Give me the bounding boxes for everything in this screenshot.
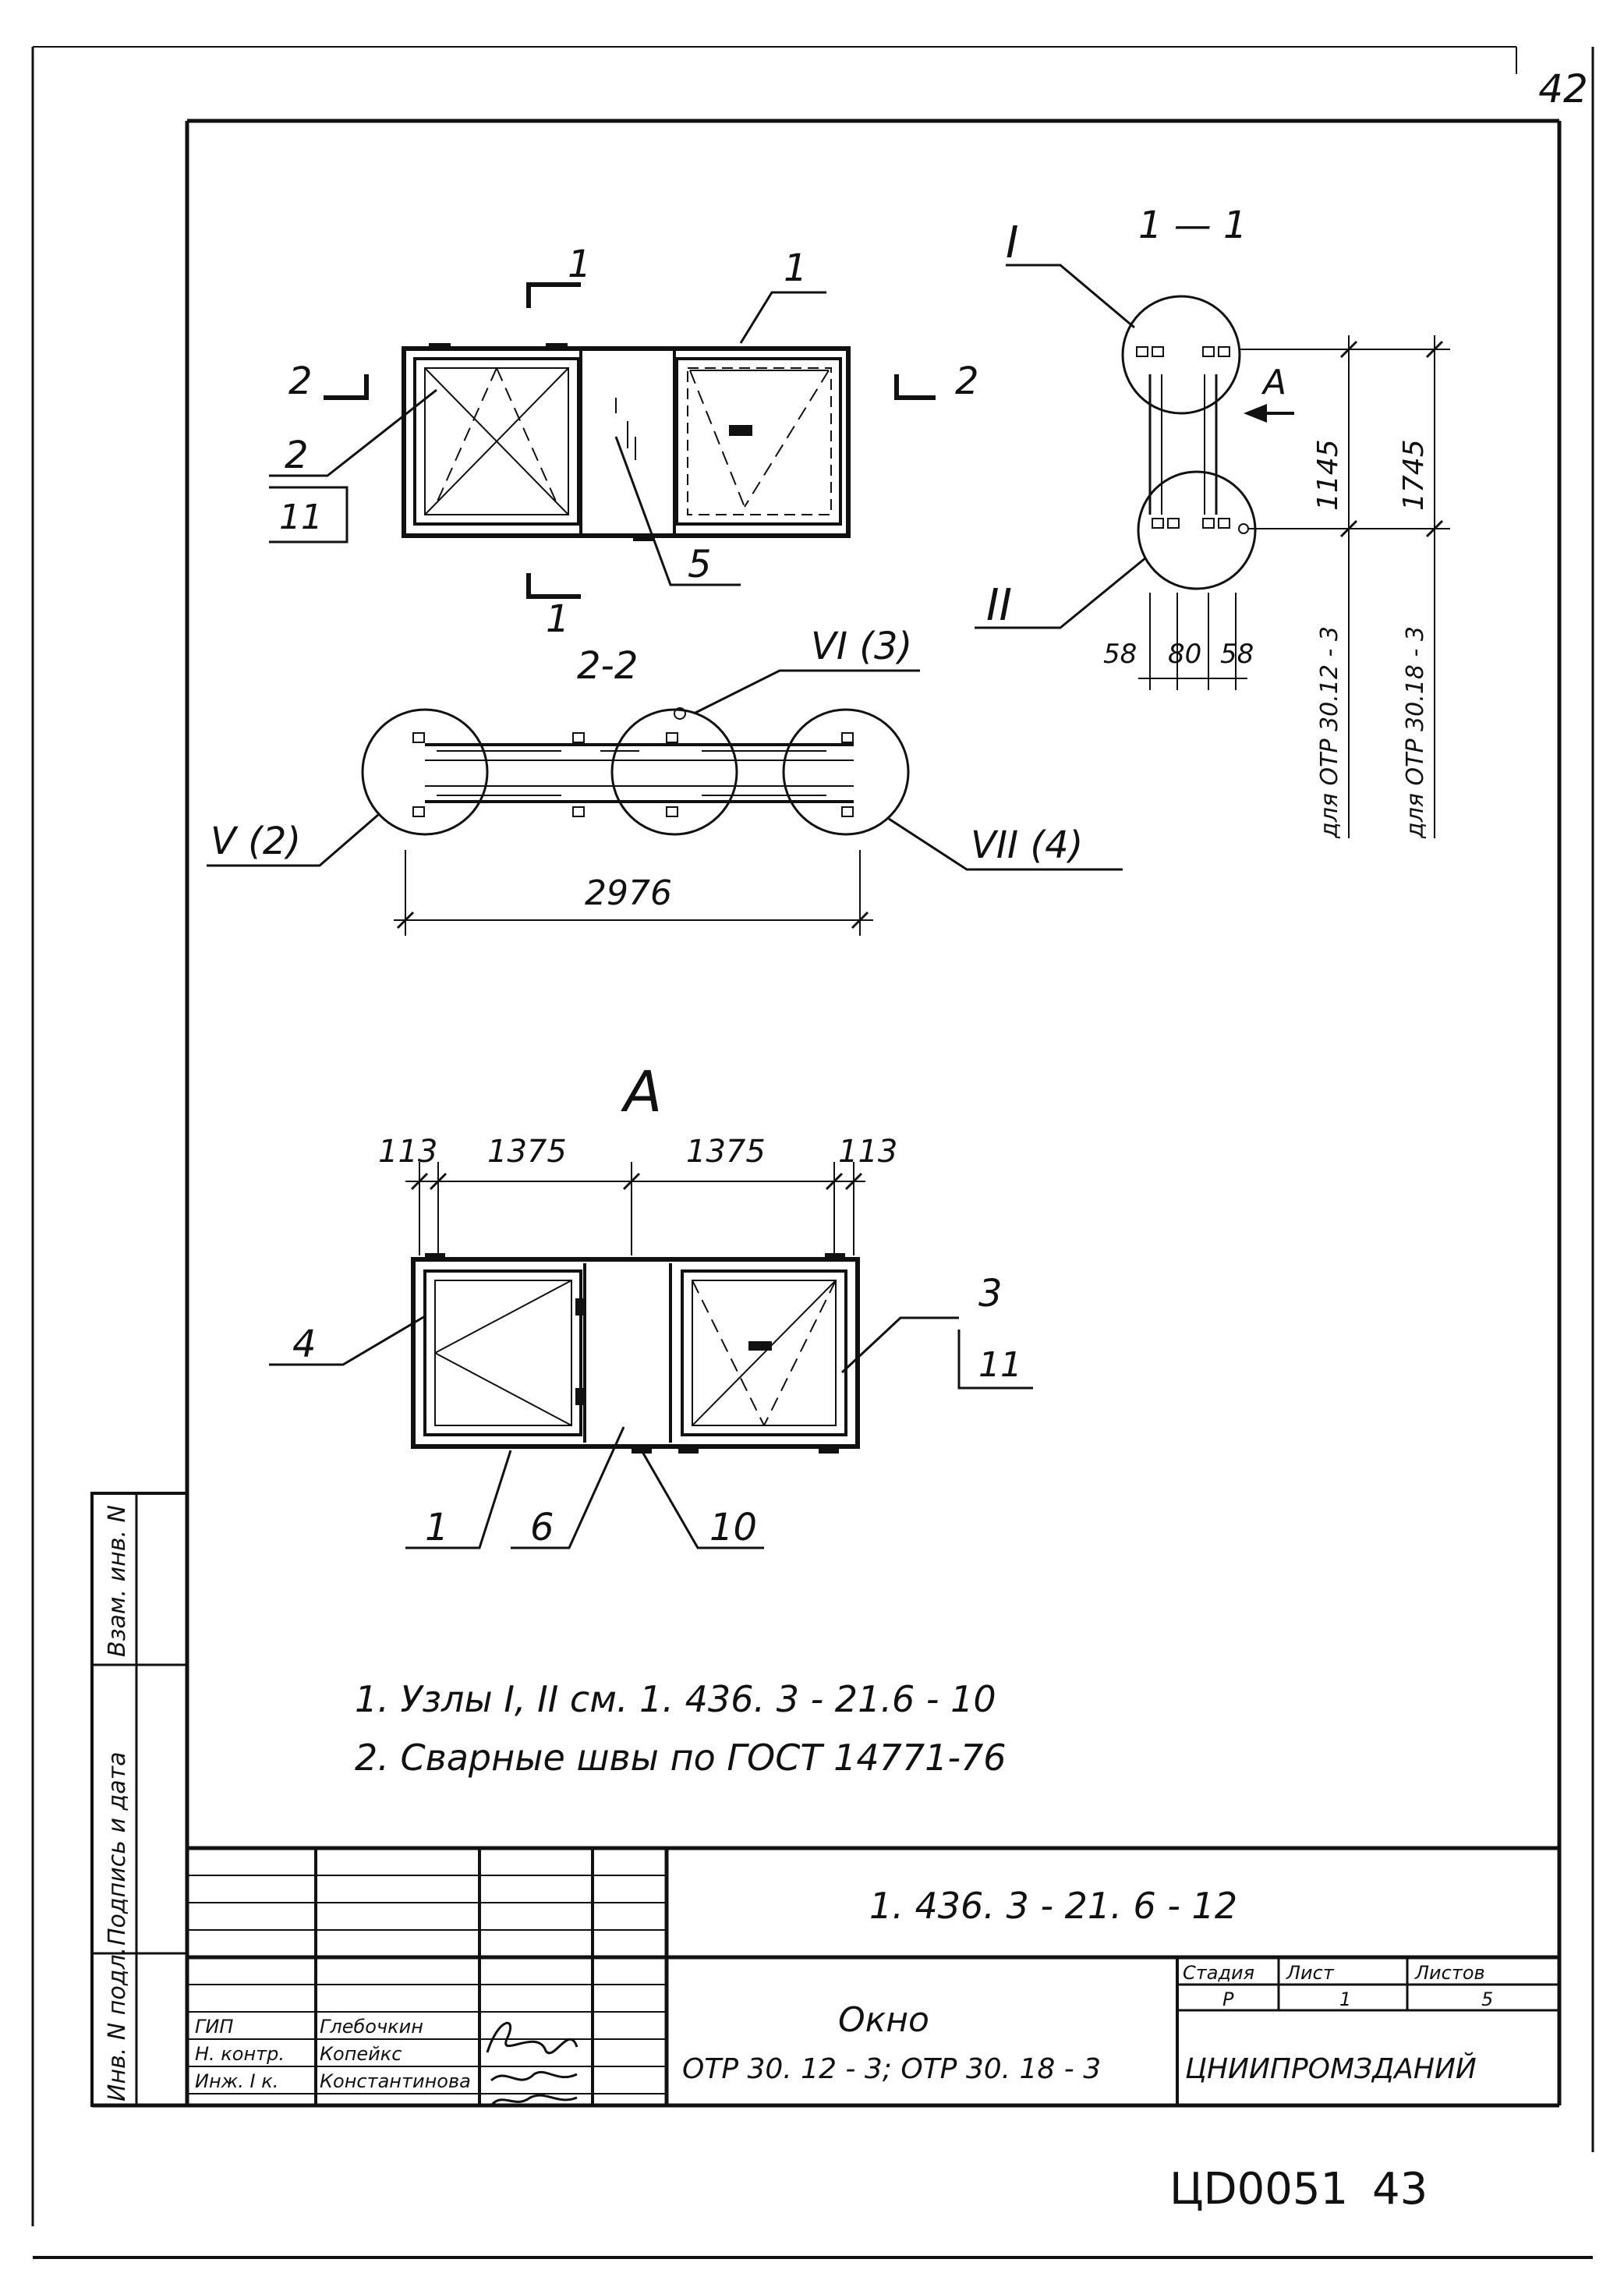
drawing-subtitle: ОТР 30. 12 - 3; ОТР 30. 18 - 3 (682, 2053, 1101, 2085)
sheet-value: 1 (1339, 1988, 1351, 2010)
cut-2-right-label: 2 (955, 359, 979, 403)
archive-page: 43 (1372, 2164, 1428, 2215)
view-a-position-3: 3 (978, 1272, 1003, 1315)
depth-dim-3: 58 (1220, 639, 1254, 670)
depth-dim-1: 58 (1103, 639, 1137, 670)
view-a-title: А (621, 1059, 662, 1124)
position-2-sheet-label: 11 (279, 498, 323, 537)
dim-113-right: 113 (838, 1134, 897, 1170)
section-1-1-title: 1 — 1 (1138, 204, 1247, 247)
sheet-number: 42 (1538, 66, 1588, 112)
node-7-label: VII (4) (971, 823, 1083, 867)
view-a-position-4: 4 (292, 1323, 317, 1366)
note-for-otr-30-18: для ОТР 30.18 - 3 (1402, 626, 1429, 839)
view-a-position-10: 10 (709, 1506, 757, 1549)
section-2-2-title: 2-2 (577, 644, 638, 688)
view-a-arrow-label: А (1261, 363, 1286, 402)
side-stamp-vzam-inv: Взам. инв. N (104, 1505, 131, 1657)
sheet-label: Лист (1286, 1962, 1335, 1984)
title-block (187, 1846, 1559, 2107)
cut-1-bottom-label: 1 (546, 597, 570, 641)
node-2-label: II (986, 580, 1012, 631)
section-2-2-width: 2976 (585, 873, 672, 913)
staff-name-1: Глебочкин (320, 2016, 423, 2038)
staff-name-3: Константинова (320, 2070, 471, 2092)
staff-role-3: Инж. I к. (195, 2070, 278, 2092)
position-1-label: 1 (784, 246, 808, 290)
stage-value: Р (1222, 1988, 1234, 2010)
section-2-2-view (207, 669, 1123, 936)
dim-1375-right: 1375 (686, 1134, 766, 1170)
view-a-position-1: 1 (425, 1506, 449, 1549)
side-stamp-signature-date: Подпись и дата (104, 1752, 131, 1946)
staff-role-2: Н. контр. (195, 2043, 285, 2065)
position-2-label: 2 (285, 434, 309, 477)
view-a-position-3-sheet: 11 (978, 1345, 1022, 1385)
section-1-1-view (975, 264, 1450, 838)
view-a-position-6: 6 (530, 1506, 554, 1549)
drawing-code: 1. 436. 3 - 21. 6 - 12 (869, 1885, 1237, 1927)
height-1145: 1145 (1312, 439, 1344, 511)
main-window-view (269, 282, 936, 599)
sheets-label: Листов (1414, 1962, 1485, 1984)
view-a (269, 1162, 1033, 1549)
node-1-label: I (1006, 218, 1019, 268)
staff-name-2: Копейкс (320, 2043, 402, 2065)
note-for-otr-30-12: для ОТР 30.12 - 3 (1316, 626, 1343, 839)
staff-role-1: ГИП (195, 2016, 233, 2038)
height-1745: 1745 (1398, 439, 1430, 511)
sheet-frame (31, 46, 1594, 2259)
dim-1375-left: 1375 (487, 1134, 567, 1170)
dim-113-left: 113 (378, 1134, 437, 1170)
depth-dim-2: 80 (1168, 639, 1201, 670)
position-5-label: 5 (688, 543, 712, 586)
node-6-label: VI (3) (811, 625, 912, 668)
node-5-label: V (2) (211, 820, 301, 863)
side-stamp-inv-podl: Инв. N подл. (104, 1947, 131, 2102)
note-1: 1. Узлы I, II см. 1. 436. 3 - 21.6 - 10 (355, 1678, 996, 1720)
archive-code: ЦD0051 (1169, 2164, 1349, 2215)
organization-name: ЦНИИПРОМЗДАНИЙ (1185, 2052, 1477, 2085)
cut-2-left-label: 2 (288, 359, 313, 403)
sheets-value: 5 (1481, 1988, 1493, 2010)
stage-label: Стадия (1183, 1962, 1254, 1984)
side-stamp (90, 1492, 189, 2107)
cut-1-top-label: 1 (568, 243, 592, 286)
note-2: 2. Сварные швы по ГОСТ 14771-76 (355, 1737, 1007, 1779)
drawing-name: Окно (838, 2000, 929, 2040)
